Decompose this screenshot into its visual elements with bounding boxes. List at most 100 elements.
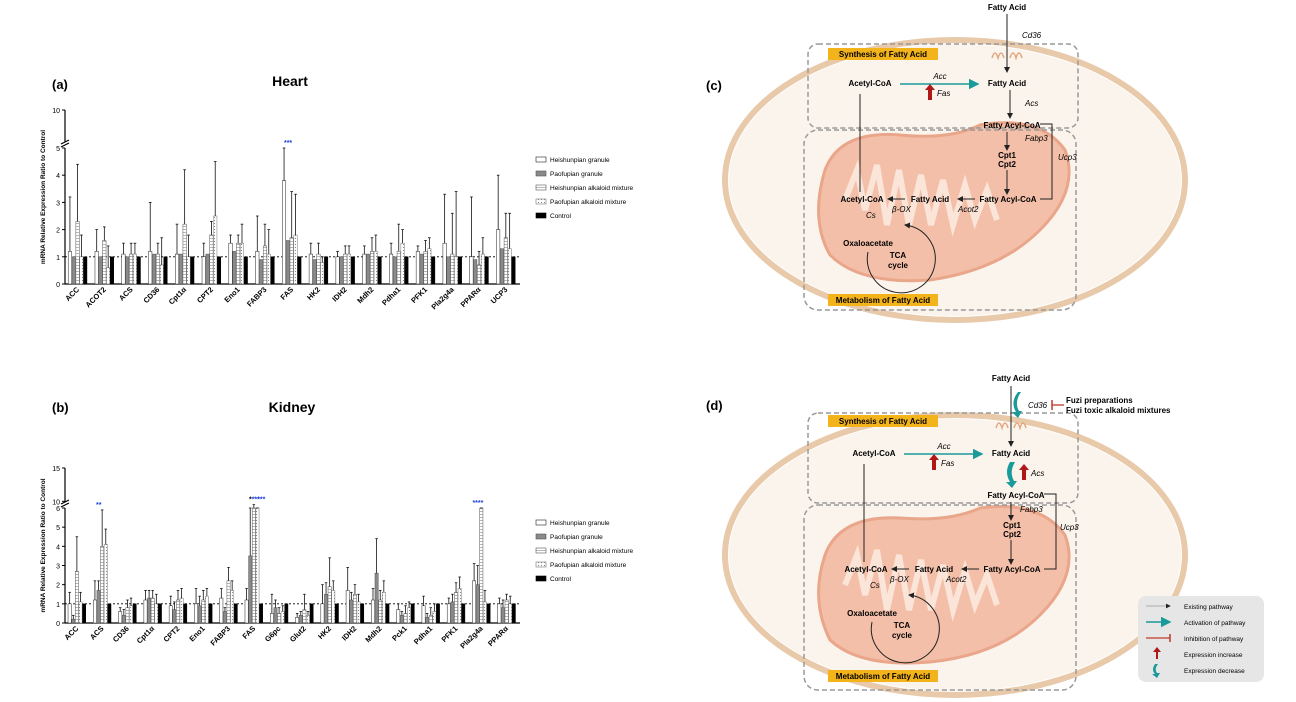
x-tick-label: PPARα — [486, 624, 510, 648]
y-tick-label: 0 — [56, 282, 60, 289]
pathway-legend-label: Activation of pathway — [1184, 620, 1246, 627]
bar — [432, 611, 437, 624]
y-tick-label: 10 — [52, 499, 60, 506]
bar — [350, 256, 355, 285]
bar — [473, 259, 478, 285]
bar — [496, 229, 501, 285]
bar — [213, 215, 218, 285]
tca-cycle-arrow — [866, 222, 936, 294]
bar — [132, 603, 137, 624]
legend-label: Paofupian alkaloid mixture — [550, 562, 627, 569]
bar — [125, 607, 130, 624]
y-tick-label: 5 — [56, 525, 60, 532]
cpt1-label-c: Cpt1 — [998, 151, 1016, 160]
acot2-label-c: Acot2 — [957, 205, 979, 214]
bar — [472, 580, 476, 624]
y-tick-label: 2 — [56, 583, 60, 590]
significance-mark: *** — [252, 497, 260, 504]
fatty-acyl-coa-bottom-c: Fatty Acyl-CoA — [979, 195, 1036, 204]
bar — [339, 256, 344, 285]
x-tick-label: Pla2g4a — [429, 284, 456, 311]
bar — [178, 253, 183, 285]
x-tick-label: FABP3 — [209, 624, 232, 647]
fatty-acid-mito-c: Fatty Acid — [911, 195, 949, 204]
bar — [94, 251, 99, 285]
bar — [302, 609, 307, 624]
x-tick-label: FAS — [241, 624, 258, 641]
bar — [93, 599, 97, 624]
bar — [223, 611, 227, 624]
acs-label-d: Acs — [1030, 469, 1044, 478]
bar — [446, 256, 451, 285]
bar — [121, 615, 126, 624]
bar — [297, 256, 302, 285]
legend-swatch — [535, 575, 547, 582]
bar — [136, 256, 141, 285]
x-tick-label: HK2 — [316, 624, 333, 641]
bar — [190, 256, 195, 285]
metabolism-label-d: Metabolism of Fatty Acid — [836, 672, 930, 681]
bar — [366, 253, 371, 285]
bar — [378, 599, 383, 624]
axis-break-mark — [60, 499, 70, 505]
chart-title-kidney: Kidney — [269, 399, 316, 415]
bar — [306, 615, 310, 624]
bar — [67, 603, 72, 624]
bar — [129, 605, 133, 624]
legend-label: Heishunpian alkaloid mixture — [550, 185, 633, 192]
bar — [295, 617, 300, 624]
legend-label: Heishunpian granule — [550, 520, 610, 527]
bar — [320, 261, 325, 285]
cs-label-d: Cs — [870, 581, 880, 590]
bar — [132, 253, 137, 285]
bar — [236, 242, 241, 285]
cd36-decrease-icon — [1012, 392, 1022, 418]
metabolism-box-d — [803, 504, 1077, 691]
y-tick-label: 5 — [56, 146, 60, 153]
metabolism-box — [803, 129, 1077, 311]
bar — [270, 256, 275, 285]
bar — [172, 609, 177, 624]
bar — [400, 615, 404, 624]
bar — [504, 599, 509, 624]
bar — [71, 618, 76, 624]
y-tick-label: 6 — [56, 506, 60, 513]
panel-label-d: (d) — [706, 398, 723, 413]
bar — [147, 597, 151, 624]
bar — [353, 594, 357, 624]
bar — [400, 242, 405, 285]
acc-label-c: Acc — [932, 72, 946, 81]
fuzi-prep-label: Fuzi preparations — [1066, 396, 1133, 405]
tca-label-c: TCA — [890, 251, 907, 260]
fabp3-label-c: Fabp3 — [1025, 134, 1048, 143]
legend-label: Control — [550, 576, 572, 583]
bar — [154, 603, 159, 624]
metabolism-label-bg-d — [828, 670, 938, 682]
bar — [197, 605, 202, 624]
bar — [450, 601, 455, 624]
legend-label: Paofupian granule — [550, 534, 603, 541]
bar — [255, 251, 260, 285]
bar — [83, 256, 88, 285]
bar — [226, 580, 231, 624]
oxaloacetate-label-c: Oxaloacetate — [843, 239, 893, 248]
bar — [244, 599, 249, 624]
bar — [183, 603, 188, 624]
bar — [503, 237, 508, 285]
bar — [511, 603, 516, 624]
x-tick-label: IDH2 — [340, 624, 358, 642]
significance-mark: **** — [472, 500, 483, 507]
x-tick-label: Cpt1α — [135, 624, 157, 646]
chart-title-heart: Heart — [272, 73, 308, 89]
significance-mark: *** — [257, 497, 265, 504]
bar — [508, 603, 513, 624]
bar — [309, 603, 314, 624]
axis-break-mark — [60, 139, 70, 145]
bar — [360, 603, 365, 624]
bar — [289, 237, 294, 285]
x-tick-label: Eno1 — [222, 285, 241, 304]
bar — [277, 613, 281, 624]
significance-mark: * — [249, 497, 252, 504]
